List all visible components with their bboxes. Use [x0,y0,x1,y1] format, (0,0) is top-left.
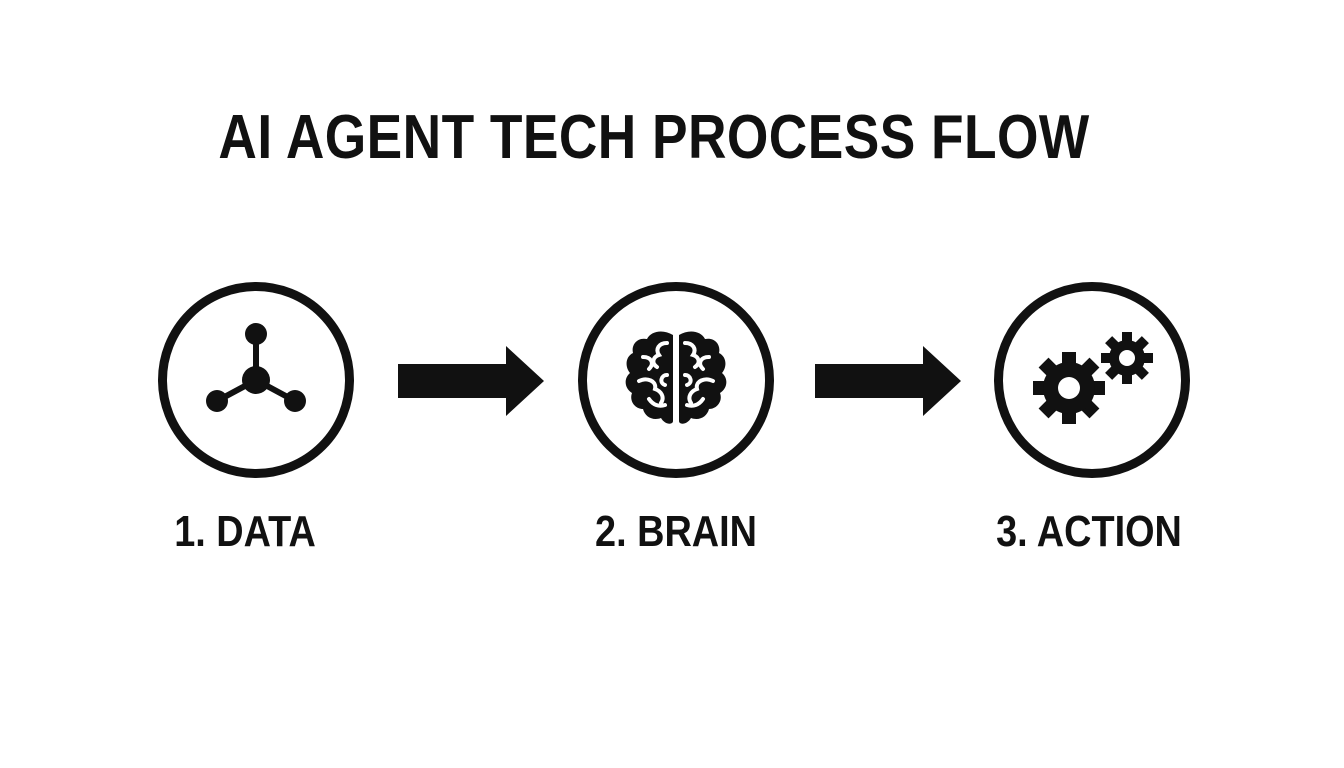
brain-icon [625,331,727,424]
step-label-brain: 2. BRAIN [595,507,757,556]
step-brain-circle [578,282,774,478]
right-arrow-icon [398,346,544,416]
step-action-circle [994,282,1190,478]
right-arrow-icon [815,346,961,416]
diagram-title: AI AGENT TECH PROCESS FLOW [218,103,1090,172]
step-data-circle [158,282,354,478]
network-nodes-icon [206,323,306,412]
step-label-data: 1. DATA [174,507,316,556]
step-label-action: 3. ACTION [996,507,1182,556]
gears-icon [1033,332,1153,424]
